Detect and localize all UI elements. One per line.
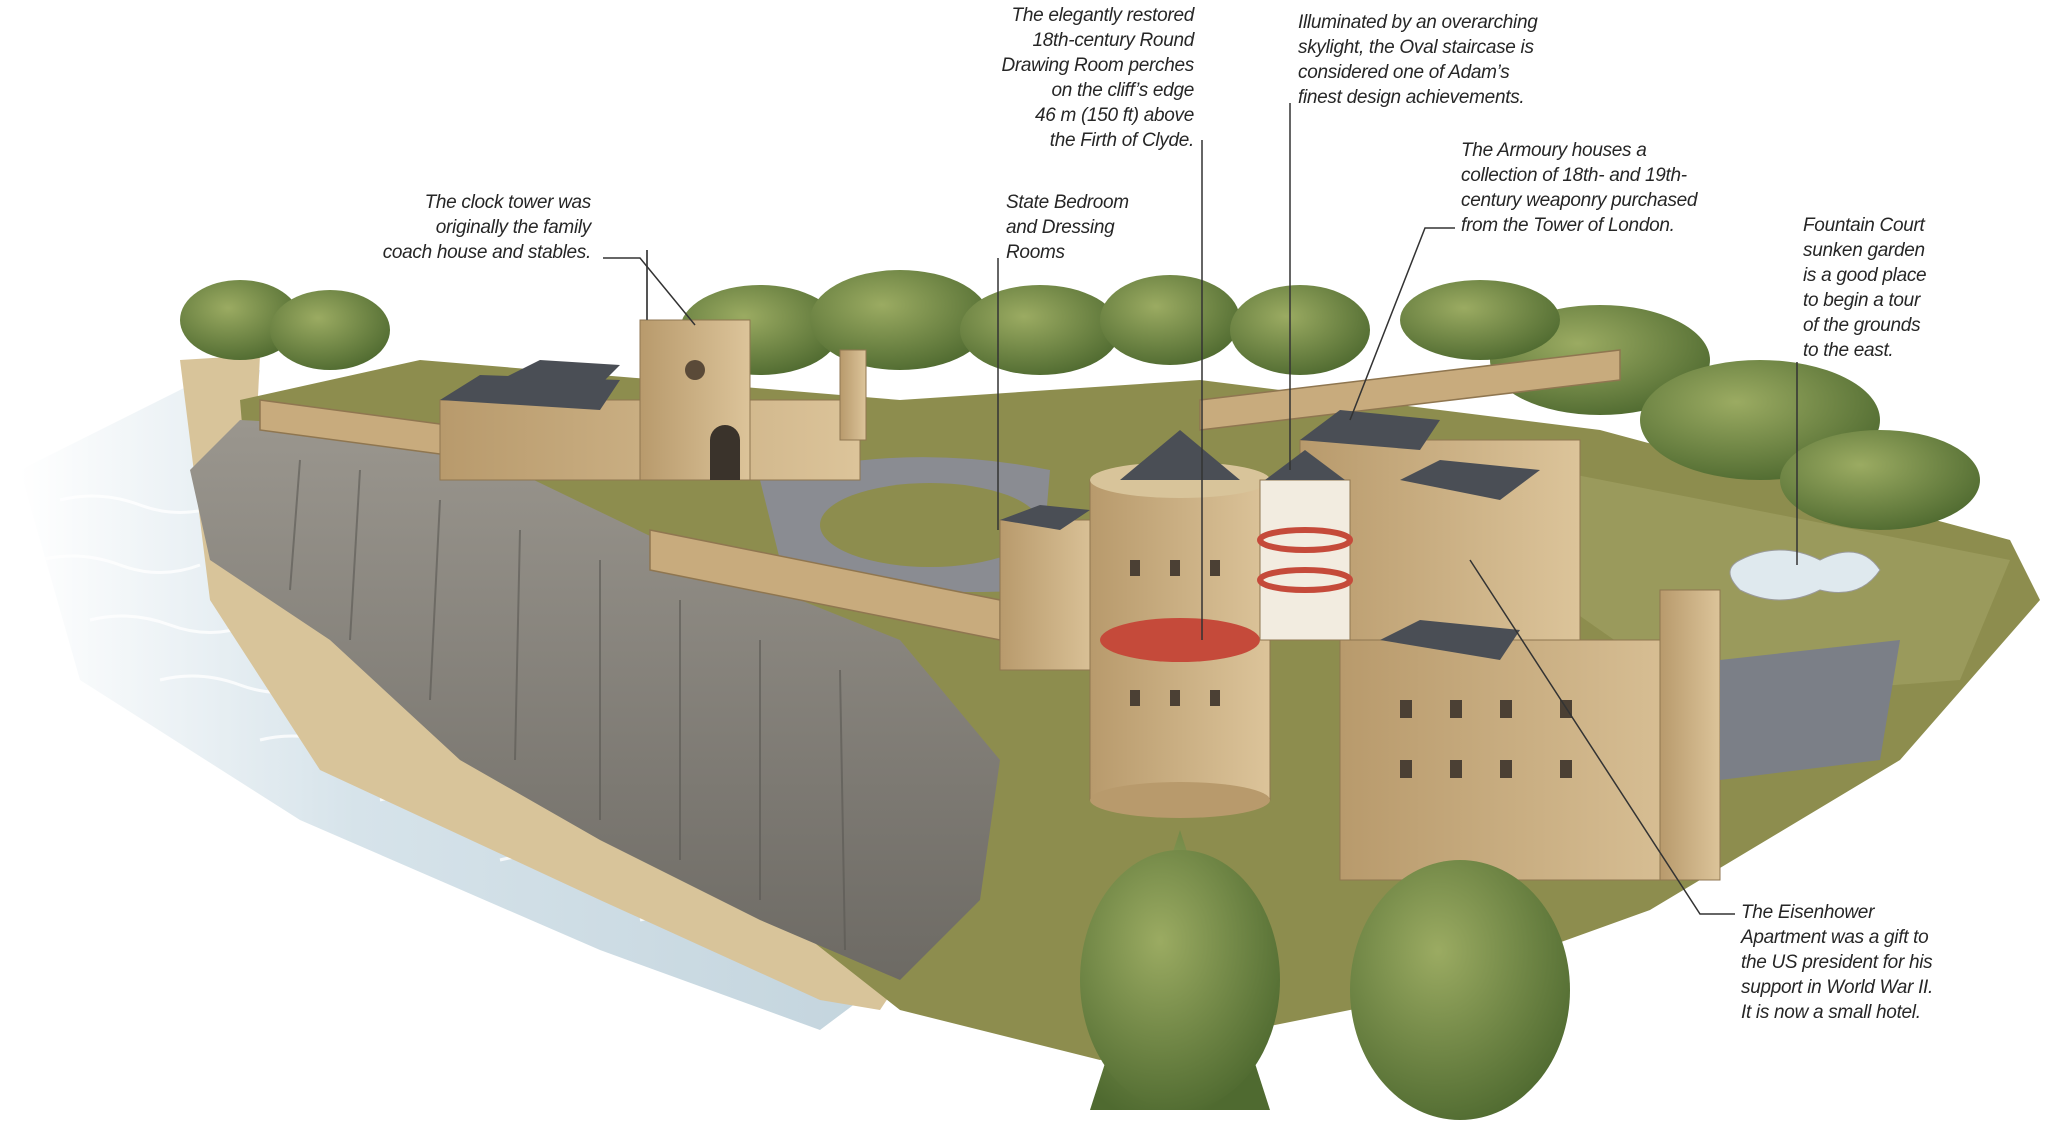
leader-line-armoury [1349,227,1455,421]
drawing-room-carpet [1100,618,1260,662]
round-drawing-room-tower [1089,430,1271,818]
annotation-round-drawing-room: The elegantly restored 18th-century Roun… [1001,5,1194,151]
annotation-armoury: The Armoury houses a collection of 18th-… [1461,140,1698,236]
woodland [180,270,1980,530]
annotation-eisenhower-apartment: The Eisenhower Apartment was a gift to t… [1741,902,1934,1023]
foreground-trees [1080,830,1570,1120]
leader-line-eisenhower [1469,559,1735,915]
car-park [1720,640,1900,780]
cliff [190,420,1000,980]
lawn-circle [820,483,1040,567]
cliff-texture [289,459,846,951]
annotation-oval-staircase: Illuminated by an overarching skylight, … [1298,12,1538,108]
main-castle [999,410,1721,881]
archway [710,425,740,480]
oval-staircase [1257,450,1353,641]
annotation-fountain-court: Fountain Court sunken garden is a good p… [1803,215,1927,361]
clock-tower-range [439,250,867,481]
annotation-clock-tower: The clock tower was originally the famil… [382,192,592,263]
windows [1130,560,1572,778]
fountain-pool [1729,549,1881,601]
annotation-state-bedroom: State Bedroom and Dressing Rooms [1006,192,1129,263]
curtain-walls [259,349,1621,641]
leader-lines [603,103,1798,915]
fountain-court [1720,549,1900,780]
clock-face [685,360,705,380]
state-bedroom-wing [999,519,1101,671]
leader-line-clock-tower [603,257,696,326]
